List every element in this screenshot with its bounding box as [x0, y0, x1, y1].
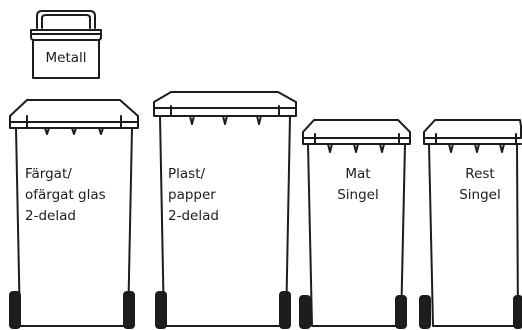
bin-label-food: Mat Singel — [337, 166, 379, 203]
caddy-label: Metall — [45, 50, 87, 66]
wheelie-bin-icon — [419, 119, 522, 329]
wheelie-bin-icon — [299, 119, 411, 329]
wheelie-bin-icon — [9, 99, 139, 329]
bin-label-rest: Rest Singel — [459, 166, 501, 203]
bin-label-plastic-paper: Plast/ papper 2-delad — [168, 166, 219, 224]
wheelie-bin-icon — [153, 91, 297, 329]
bin-label-glass: Färgat/ ofärgat glas 2-delad — [25, 166, 106, 224]
metal-caddy-icon — [30, 10, 102, 79]
